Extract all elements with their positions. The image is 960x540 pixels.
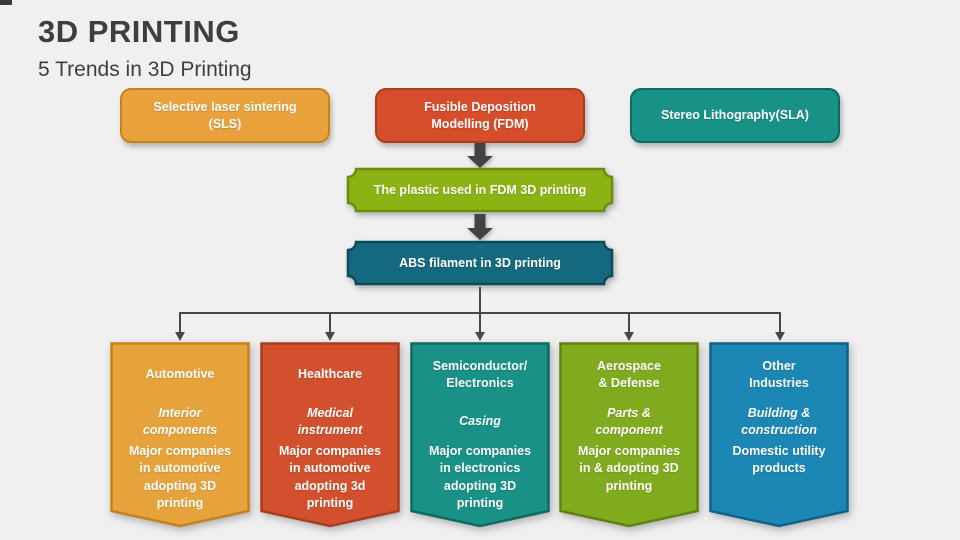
branch-body: Major companies in electronics adopting … <box>428 444 532 510</box>
branch-connector-lines <box>175 287 785 341</box>
pennant-shape <box>410 342 550 528</box>
pennant-shape <box>110 342 250 528</box>
branch-body: Major companies in automotive adopting 3… <box>128 444 232 510</box>
branch-body: Major companies in automotive adopting 3… <box>278 444 382 510</box>
plaque-shape <box>346 167 614 213</box>
corner-artifact <box>0 0 12 5</box>
branch-subtitle: Interior components <box>142 405 218 438</box>
branch-subtitle: Parts & component <box>595 405 663 438</box>
branch-heading: Aerospace & Defense <box>597 358 661 391</box>
pennant-shape <box>559 342 699 528</box>
node-abs-filament: ABS filament in 3D printing <box>346 240 614 286</box>
branch-healthcare: Healthcare Medical instrument Major comp… <box>260 342 400 528</box>
node-fusible-deposition-modelling: Fusible Deposition Modelling (FDM) <box>375 88 585 143</box>
node-label: Selective laser sintering (SLS) <box>153 99 297 131</box>
branch-automotive: Automotive Interior components Major com… <box>110 342 250 528</box>
branch-heading: Semiconductor/ Electronics <box>432 358 528 391</box>
node-selective-laser-sintering: Selective laser sintering (SLS) <box>120 88 330 143</box>
branch-body: Domestic utility products <box>732 444 826 476</box>
branch-heading: Automotive <box>145 367 215 382</box>
plaque-shape <box>346 240 614 286</box>
pennant-shape <box>709 342 849 528</box>
down-arrow-icon <box>467 214 493 240</box>
branch-subtitle: Casing <box>459 414 501 429</box>
branch-subtitle: Building & construction <box>741 405 817 438</box>
branch-semiconductor-electronics: Semiconductor/ Electronics Casing Major … <box>410 342 550 528</box>
page-title: 3D PRINTING <box>38 14 240 49</box>
branch-aerospace-defense: Aerospace & Defense Parts & component Ma… <box>559 342 699 528</box>
node-label: ABS filament in 3D printing <box>399 256 561 270</box>
branch-other-industries: Other Industries Building & construction… <box>709 342 849 528</box>
pennant-shape <box>260 342 400 528</box>
down-arrow-icon <box>467 143 493 168</box>
page-subtitle: 5 Trends in 3D Printing <box>38 58 252 81</box>
branch-heading: Other Industries <box>749 358 809 391</box>
node-label: Stereo Lithography(SLA) <box>661 108 809 123</box>
branch-subtitle: Medical instrument <box>297 405 363 438</box>
branch-body: Major companies in & adopting 3D printin… <box>577 444 681 493</box>
branch-heading: Healthcare <box>298 367 362 382</box>
node-label: The plastic used in FDM 3D printing <box>373 183 587 197</box>
node-label: Fusible Deposition Modelling (FDM) <box>424 99 536 131</box>
node-plastic-used-in-fdm: The plastic used in FDM 3D printing <box>346 167 614 213</box>
node-stereo-lithography: Stereo Lithography(SLA) <box>630 88 840 143</box>
